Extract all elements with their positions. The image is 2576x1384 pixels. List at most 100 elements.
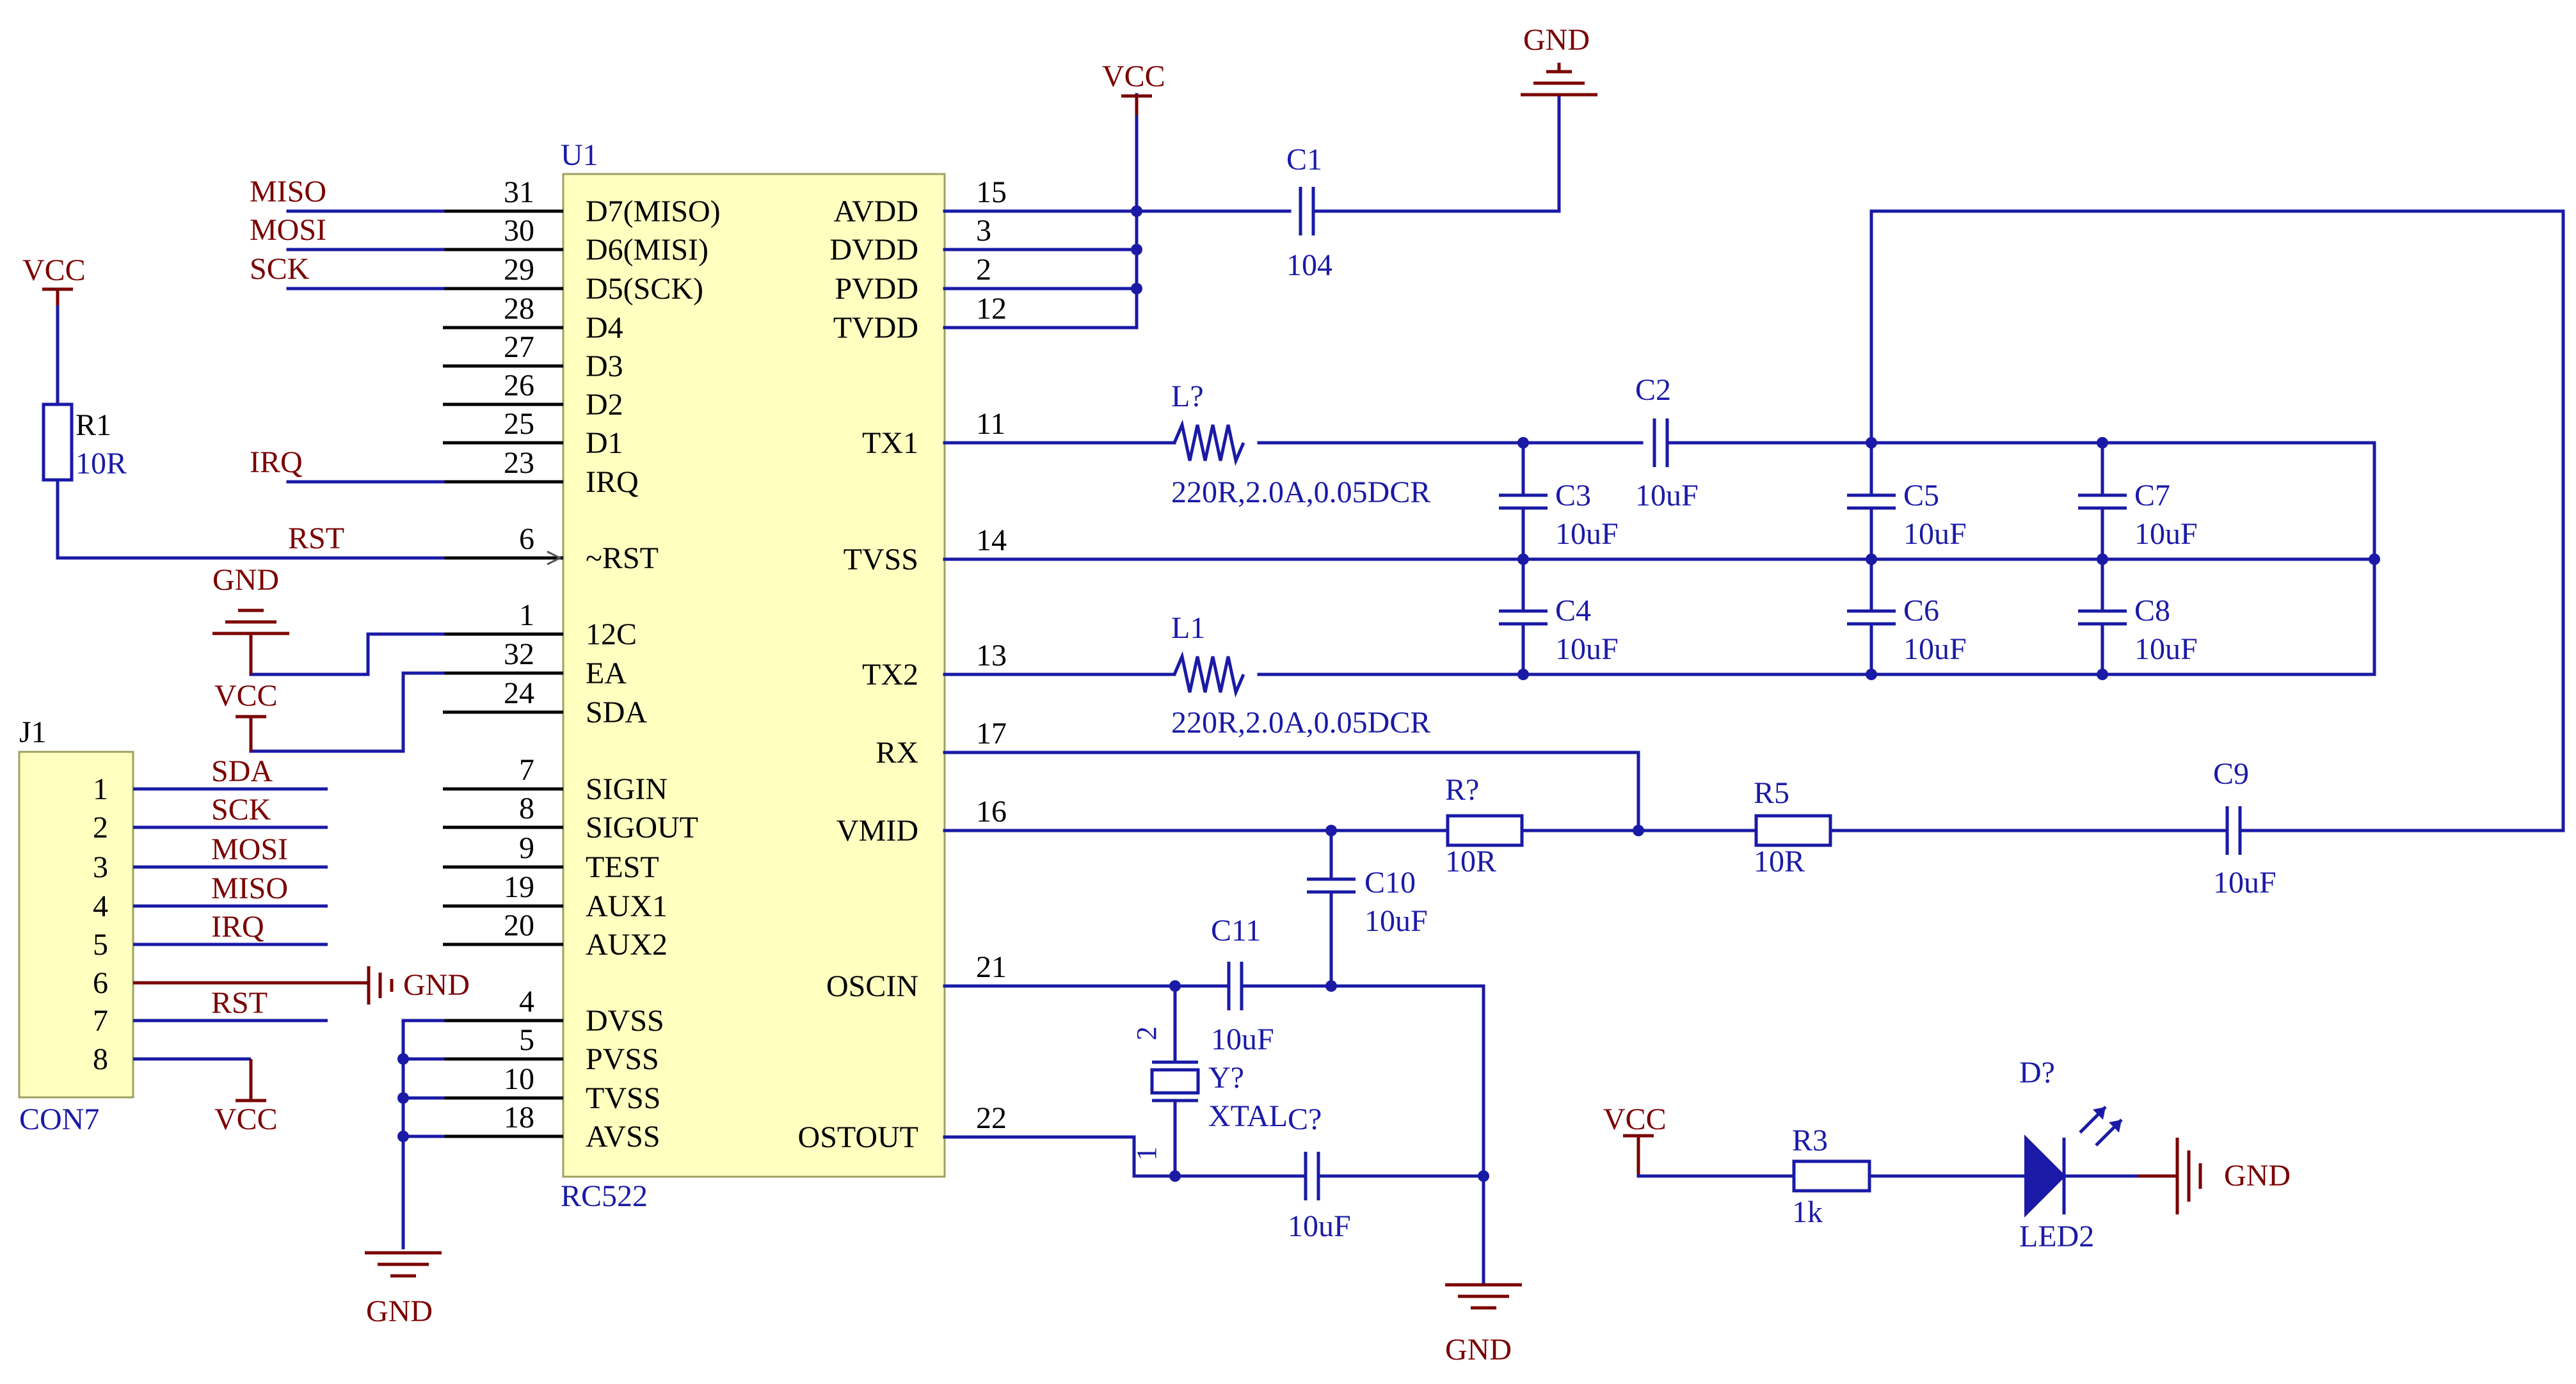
pin-number: 22 — [976, 1101, 1007, 1135]
pin-number: 2 — [93, 811, 108, 845]
pin-number: 24 — [504, 676, 534, 710]
pin-number: 20 — [504, 909, 534, 943]
ic-ref: U1 — [561, 138, 598, 172]
pin-number: 21 — [976, 950, 1007, 984]
pin-number: 10 — [504, 1062, 534, 1096]
d-ref: D? — [2019, 1056, 2055, 1090]
junction-dot — [2097, 669, 2108, 680]
junction-dot — [2097, 553, 2108, 565]
vcc-label-j1: VCC — [214, 1102, 278, 1136]
gnd-label-osc: GND — [1445, 1333, 1512, 1367]
pin-number: 8 — [519, 791, 534, 825]
r1-value: 10R — [76, 447, 127, 481]
pin-name: TEST — [586, 850, 659, 884]
pin-number: 1 — [93, 772, 108, 806]
y-ref: Y? — [1208, 1061, 1244, 1095]
pin-name: SIGOUT — [586, 811, 698, 845]
oscillator: C11 10uF 2 1 Y? XTAL C? 10uF GND — [943, 914, 1522, 1367]
pin-name: OSCIN — [826, 969, 918, 1003]
net-label: RST — [288, 521, 344, 555]
cap-value: 10uF — [2134, 517, 2198, 551]
pin-name: TX1 — [862, 426, 918, 460]
c11-ref: C11 — [1211, 914, 1261, 948]
pin-name: SDA — [586, 696, 647, 729]
c10-ref: C10 — [1364, 866, 1416, 900]
r1-ref: R1 — [76, 408, 111, 442]
pin-name: TX2 — [862, 658, 918, 692]
pin-name: D4 — [586, 311, 623, 345]
pin-name: DVSS — [586, 1004, 664, 1038]
pin-number: 8 — [93, 1042, 108, 1076]
cap-value: 10uF — [2134, 632, 2198, 666]
cap-ref: C5 — [1903, 479, 1939, 513]
pin-number: 25 — [504, 407, 534, 441]
pin-number: 32 — [504, 637, 534, 671]
rq-ref: R? — [1445, 773, 1479, 807]
pin-number: 3 — [93, 850, 108, 884]
pin-name: D5(SCK) — [586, 272, 703, 306]
pin-name: IRQ — [586, 465, 639, 499]
connector-pin: 6 — [93, 966, 369, 1000]
connector-pin: 8 — [93, 1042, 108, 1076]
pin-name: D1 — [586, 426, 623, 460]
pin-name: AUX1 — [586, 889, 668, 923]
d-value: LED2 — [2019, 1220, 2094, 1253]
r5-value: 10R — [1754, 845, 1805, 879]
net-label: MOSI — [211, 832, 288, 866]
pin-name: PVSS — [586, 1042, 659, 1076]
junction-dot — [1517, 553, 1529, 565]
pin-name: AVSS — [586, 1120, 660, 1154]
vcc-label-led: VCC — [1603, 1102, 1667, 1136]
vcc-label-top: VCC — [1102, 60, 1165, 93]
pin-number: 30 — [504, 214, 534, 248]
pin-number: 17 — [976, 717, 1007, 751]
c1-ref: C1 — [1286, 143, 1322, 177]
pin-name: D6(MISI) — [586, 233, 708, 267]
junction-dot — [1517, 669, 1529, 680]
pin-number: 7 — [93, 1004, 108, 1038]
pin-number: 31 — [504, 175, 534, 209]
cap-ref: C6 — [1903, 594, 1939, 628]
pin-number: 2 — [976, 253, 991, 287]
ic-body — [562, 173, 946, 1178]
gnd-label-vss: GND — [366, 1294, 433, 1328]
c2-ref: C2 — [1635, 373, 1671, 407]
cap-value: 10uF — [1555, 632, 1619, 666]
pin-number: 5 — [93, 928, 108, 962]
pin-name: 12C — [586, 617, 637, 651]
cap-ref: C8 — [2134, 594, 2170, 628]
pin-number: 7 — [519, 753, 534, 787]
cap-value: 10uF — [1903, 517, 1967, 551]
r3-ref: R3 — [1792, 1124, 1828, 1157]
r3-value: 1k — [1792, 1195, 1823, 1229]
pin-number: 29 — [504, 253, 534, 287]
ic-left-pins: 31D7(MISO)MISO30D6(MISI)MOSI29D5(SCK)SCK… — [250, 175, 721, 1154]
pin-name: D7(MISO) — [586, 195, 721, 228]
pin-number: 19 — [504, 870, 534, 904]
net-label: MOSI — [250, 213, 326, 247]
pin-number: 3 — [976, 214, 991, 248]
pin-name: OSTOUT — [798, 1120, 918, 1154]
